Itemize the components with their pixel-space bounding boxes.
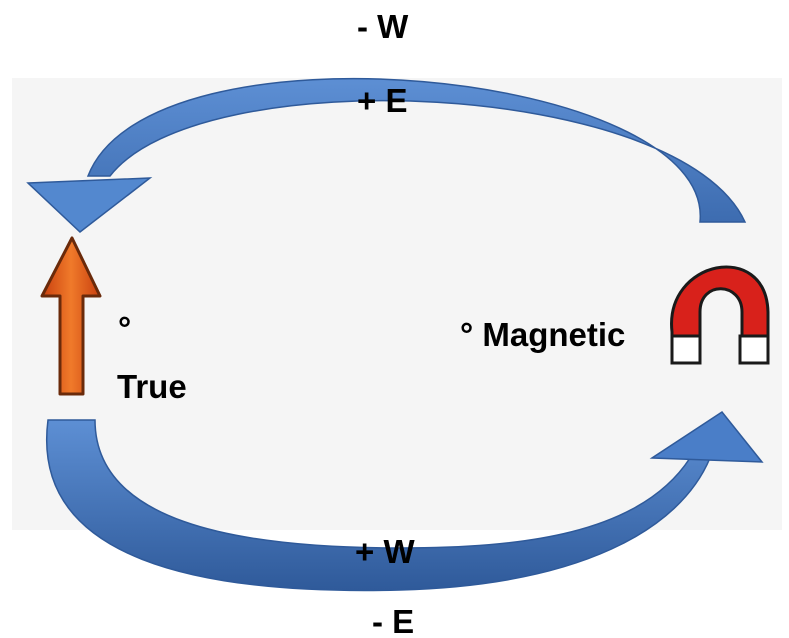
bottom-curved-arrow	[45, 410, 764, 592]
bottom-arrow-label-east: - E	[372, 603, 415, 638]
true-north-arrow-icon	[40, 236, 102, 396]
top-arrow-label-west: - W	[357, 8, 409, 45]
true-label: True	[117, 368, 187, 405]
top-curved-arrow	[26, 77, 747, 233]
top-arrow-label-east: + E	[357, 82, 408, 119]
bottom-arrow-label-west: + W	[355, 533, 415, 570]
true-degree-symbol: °	[118, 310, 132, 347]
background-panel	[12, 78, 782, 530]
magnetic-label: ° Magnetic	[460, 316, 626, 353]
horseshoe-magnet-icon	[670, 265, 770, 365]
